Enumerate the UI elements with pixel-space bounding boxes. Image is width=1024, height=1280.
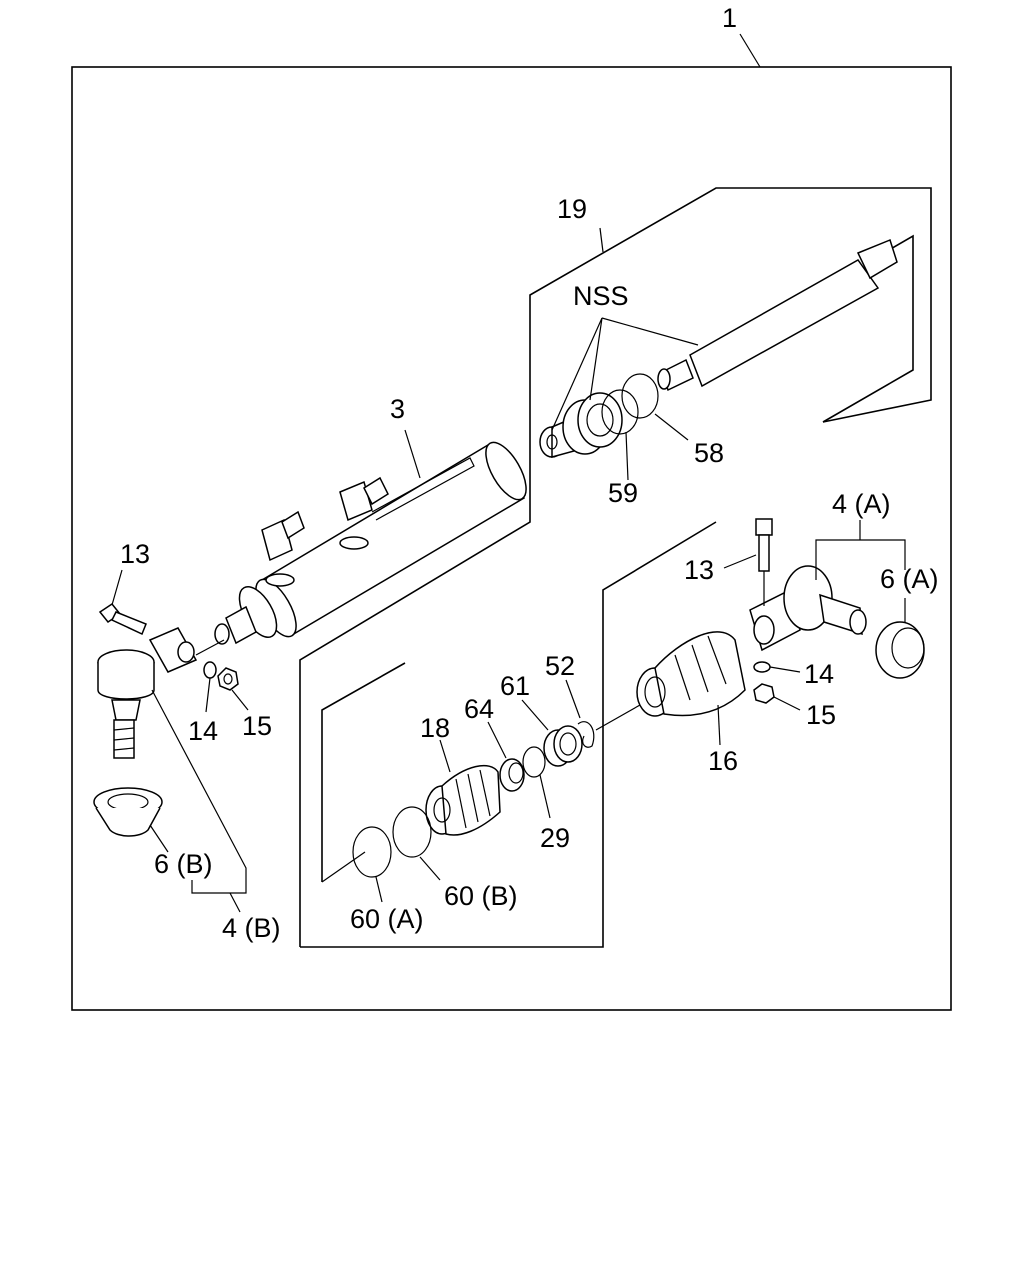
- boot-6b: [93, 787, 163, 837]
- leader-64: [487, 721, 507, 759]
- bellows-16: [636, 631, 746, 717]
- assembly-frame: [71, 66, 952, 1011]
- leader-60a: [375, 876, 383, 903]
- clip-52: [577, 721, 595, 748]
- tie-rod-end-left: [97, 627, 198, 759]
- leader-29: [539, 774, 551, 819]
- leader-15-left: [231, 689, 249, 711]
- seal-59: [601, 389, 639, 435]
- seal-58: [621, 373, 659, 419]
- group-frame-upper: [299, 187, 932, 947]
- label-19: 19: [557, 194, 587, 224]
- leader-60b: [419, 856, 441, 881]
- leader-nss-a: [551, 317, 603, 431]
- inner-frame-left: [321, 662, 406, 882]
- leader-15-right: [773, 696, 801, 711]
- nut-left: [217, 667, 239, 691]
- bearing-61: [543, 725, 583, 767]
- power-cylinder: [214, 441, 527, 645]
- leader-4b: [229, 892, 241, 913]
- washer-left: [203, 661, 217, 679]
- label-6a: 6 (A): [880, 564, 939, 594]
- bolt-left: [98, 602, 147, 636]
- label-64: 64: [464, 694, 494, 724]
- inner-frame-right: [822, 234, 914, 423]
- leader-59: [625, 431, 629, 481]
- leader-61: [521, 699, 549, 731]
- axis-bellows: [595, 704, 641, 731]
- rack-shaft: [657, 238, 898, 392]
- label-14-left: 14: [188, 716, 218, 746]
- leader-14-right: [769, 666, 801, 673]
- leader-1: [739, 33, 761, 68]
- label-16: 16: [708, 746, 738, 776]
- leader-6b: [149, 824, 169, 853]
- oring-60a: [352, 826, 392, 878]
- boot-6a: [875, 621, 925, 679]
- bolt-right: [755, 518, 773, 572]
- tie-rod-end-right: [749, 565, 867, 652]
- label-59: 59: [608, 478, 638, 508]
- label-4a: 4 (A): [832, 489, 891, 519]
- washer-29: [522, 746, 546, 778]
- bracket-4b: [151, 689, 247, 894]
- nss-bushing: [539, 419, 575, 458]
- leader-13-left: [111, 569, 123, 606]
- leader-nss-b: [589, 317, 603, 401]
- nss-seal-stack: [562, 392, 623, 455]
- label-60a: 60 (A): [350, 904, 424, 934]
- leader-52: [565, 679, 581, 719]
- label-nss: NSS: [573, 281, 629, 311]
- washer-right: [753, 661, 771, 673]
- nut-right: [753, 683, 775, 704]
- leader-18: [439, 739, 451, 773]
- leader-3: [404, 429, 421, 479]
- label-4b: 4 (B): [222, 913, 281, 943]
- leader-19: [599, 227, 604, 253]
- group-frame-lower: [300, 521, 717, 948]
- label-18: 18: [420, 713, 450, 743]
- leader-13-right: [723, 554, 757, 569]
- leader-nss-c: [601, 317, 699, 346]
- label-29: 29: [540, 823, 570, 853]
- leader-16: [717, 704, 721, 746]
- label-15-left: 15: [242, 711, 272, 741]
- label-6b: 6 (B): [154, 849, 213, 879]
- label-14-right: 14: [804, 659, 834, 689]
- label-58: 58: [694, 438, 724, 468]
- label-61: 61: [500, 671, 530, 701]
- label-13-right: 13: [684, 555, 714, 585]
- ring-64: [499, 758, 525, 792]
- bellows-18: [425, 764, 501, 836]
- leader-14-left: [205, 677, 211, 713]
- label-13-left: 13: [120, 539, 150, 569]
- label-1: 1: [722, 3, 737, 33]
- label-60b: 60 (B): [444, 881, 518, 911]
- label-52: 52: [545, 651, 575, 681]
- axis-left-end: [195, 639, 225, 656]
- label-15-right: 15: [806, 700, 836, 730]
- label-3: 3: [390, 394, 405, 424]
- leader-58: [654, 413, 689, 441]
- oring-60b: [392, 806, 432, 858]
- axis-orings: [321, 851, 366, 883]
